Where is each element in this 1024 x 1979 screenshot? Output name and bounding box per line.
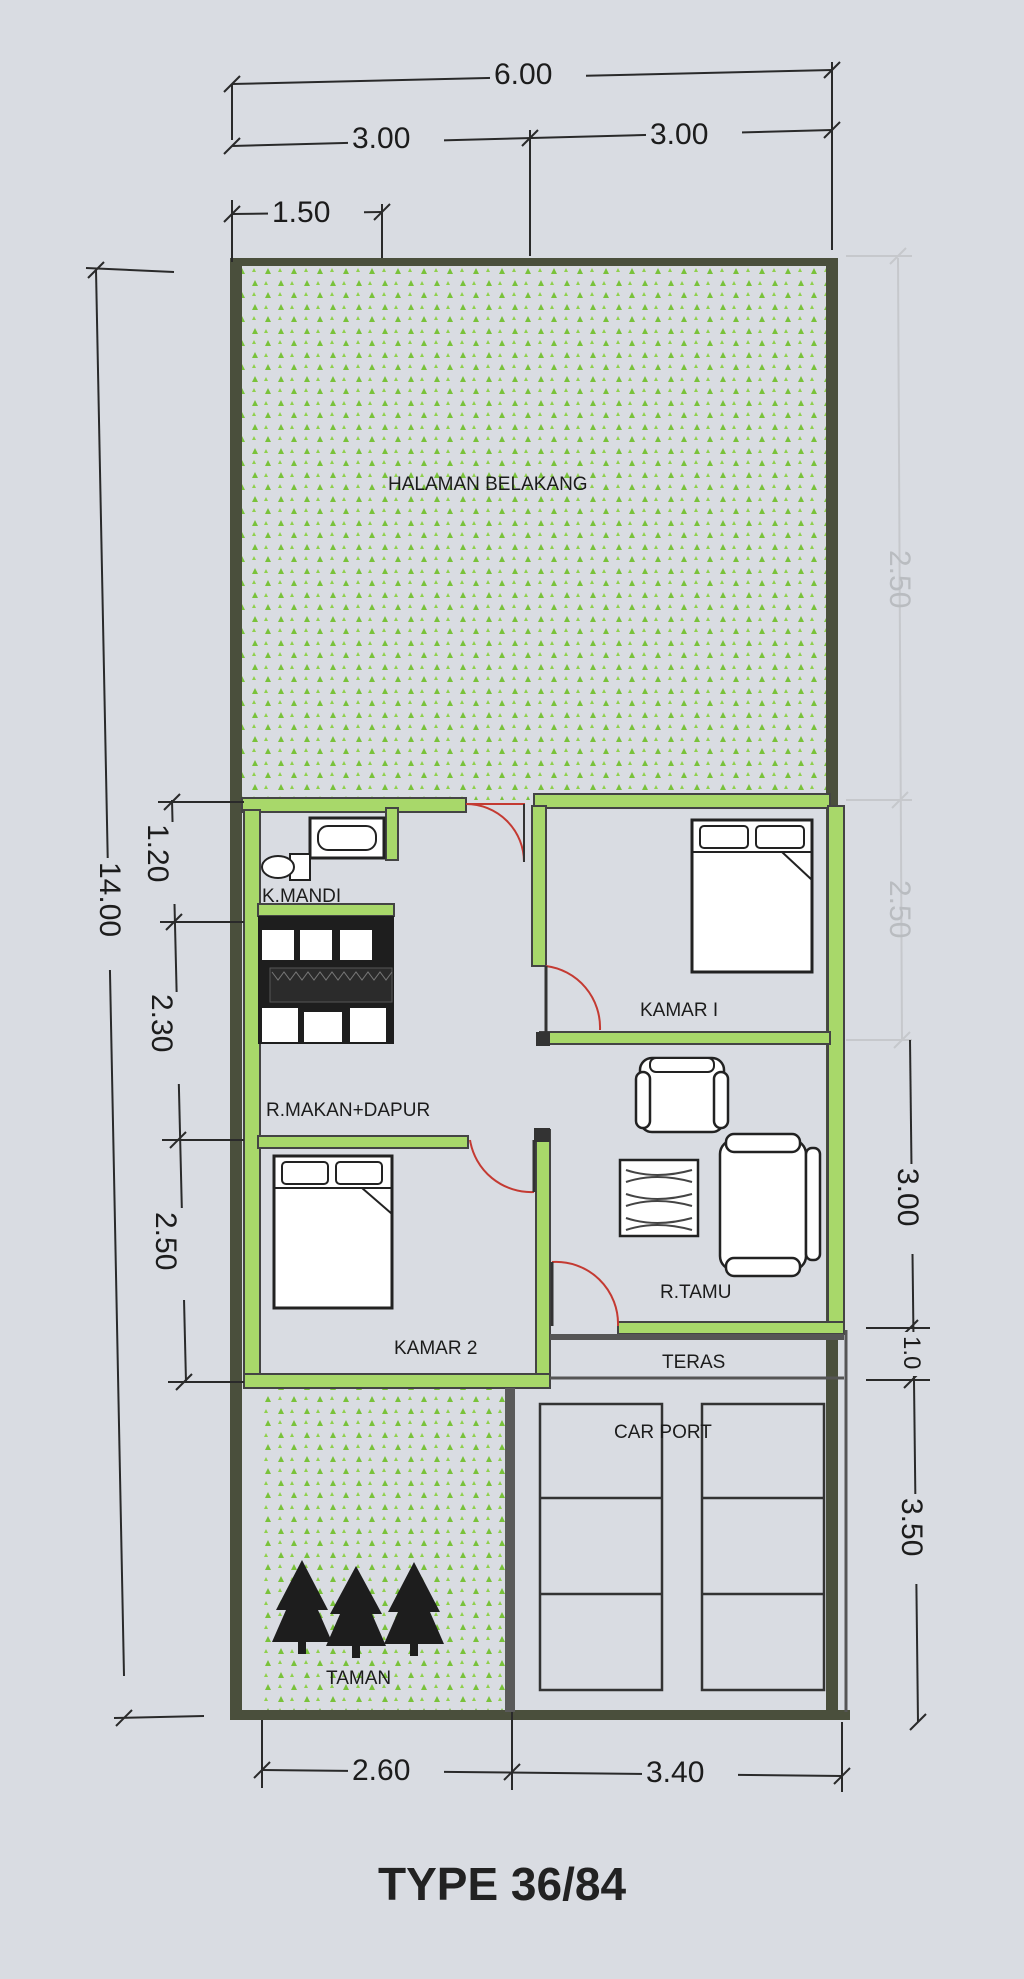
dim-right-3: 3.00 bbox=[891, 1168, 924, 1226]
bathroom-side-wall bbox=[385, 807, 399, 861]
tree-icon bbox=[326, 1566, 386, 1658]
dim-top-right-half: 3.00 bbox=[650, 118, 708, 151]
dim-left-2: 2.30 bbox=[145, 994, 178, 1052]
dim-top-total: 6.00 bbox=[494, 58, 552, 91]
parking-slot-icon bbox=[538, 1402, 664, 1692]
dim-top-small: 1.50 bbox=[272, 196, 330, 229]
house-wall-right bbox=[827, 805, 845, 1327]
sofa-icon bbox=[718, 1132, 822, 1278]
backyard-area bbox=[240, 266, 830, 800]
coffee-table-icon bbox=[618, 1158, 700, 1238]
dim-top-left-half: 3.00 bbox=[352, 122, 410, 155]
house-wall-left bbox=[243, 809, 261, 1387]
garden-area bbox=[262, 1387, 507, 1710]
bedroom2-wall-end bbox=[534, 1128, 550, 1142]
bedroom2-top-wall bbox=[257, 1135, 469, 1149]
kitchen-counter-icon bbox=[258, 916, 394, 1044]
parking-slot-icon bbox=[700, 1402, 826, 1692]
dimension-bottom: 2.60 3.40 bbox=[253, 1712, 851, 1792]
dim-left-3: 2.50 bbox=[149, 1212, 182, 1270]
bedroom1-wall-end bbox=[536, 1032, 550, 1046]
room-label-bathroom: K.MANDI bbox=[262, 886, 341, 907]
house-wall-top-right bbox=[533, 793, 831, 809]
dimension-right: 2.50 2.50 3.00 1.0 3.50 bbox=[846, 247, 934, 1731]
outer-wall-bottom bbox=[230, 1710, 850, 1720]
room-label-bedroom2: KAMAR 2 bbox=[394, 1338, 477, 1359]
plan-title: TYPE 36/84 bbox=[378, 1858, 626, 1910]
room-label-living: R.TAMU bbox=[660, 1282, 731, 1303]
terrace-base bbox=[550, 1334, 844, 1340]
dim-left-total: 14.00 bbox=[93, 862, 126, 937]
bed-icon bbox=[690, 818, 814, 974]
dim-bottom-left: 2.60 bbox=[352, 1754, 410, 1787]
bathtub-icon bbox=[308, 816, 386, 860]
tree-icon bbox=[384, 1562, 444, 1656]
terrace-wall bbox=[617, 1321, 845, 1335]
bedroom1-door[interactable] bbox=[545, 965, 602, 1031]
dim-left-1: 1.20 bbox=[141, 824, 174, 882]
house-wall-top-left bbox=[241, 797, 467, 813]
tree-icon bbox=[272, 1560, 332, 1654]
bathroom-door[interactable] bbox=[465, 803, 525, 863]
room-label-carport: CAR PORT bbox=[614, 1422, 712, 1443]
bedroom1-left-wall bbox=[531, 805, 547, 967]
bedroom1-bottom-wall bbox=[539, 1031, 831, 1045]
dimension-left-rooms: 1.20 2.30 2.50 bbox=[141, 793, 244, 1391]
dimension-top: 6.00 3.00 3.00 1.50 bbox=[223, 56, 841, 262]
room-label-terrace: TERAS bbox=[662, 1352, 725, 1373]
bedroom2-right-wall bbox=[535, 1129, 551, 1381]
outer-wall-left bbox=[230, 262, 242, 1718]
house-wall-bottom bbox=[243, 1373, 551, 1389]
dim-right-1: 2.50 bbox=[883, 550, 916, 608]
room-label-garden: TAMAN bbox=[326, 1668, 391, 1689]
dimension-left-total: 14.00 bbox=[85, 261, 205, 1727]
outer-wall-top bbox=[230, 258, 838, 266]
dim-right-4: 1.0 bbox=[898, 1336, 925, 1369]
bed-icon bbox=[272, 1154, 394, 1310]
room-label-dining-kitchen: R.MAKAN+DAPUR bbox=[266, 1100, 430, 1121]
room-label-bedroom1: KAMAR I bbox=[640, 1000, 718, 1021]
front-door[interactable] bbox=[551, 1260, 620, 1327]
armchair-icon bbox=[634, 1056, 730, 1134]
dim-right-5: 3.50 bbox=[895, 1498, 928, 1556]
room-label-backyard: HALAMAN BELAKANG bbox=[388, 474, 588, 495]
dim-right-2: 2.50 bbox=[883, 880, 916, 938]
garden-divider-wall bbox=[505, 1388, 515, 1712]
dim-bottom-right: 3.40 bbox=[646, 1756, 704, 1789]
toilet-icon bbox=[261, 853, 311, 881]
bedroom2-door[interactable] bbox=[469, 1139, 535, 1194]
